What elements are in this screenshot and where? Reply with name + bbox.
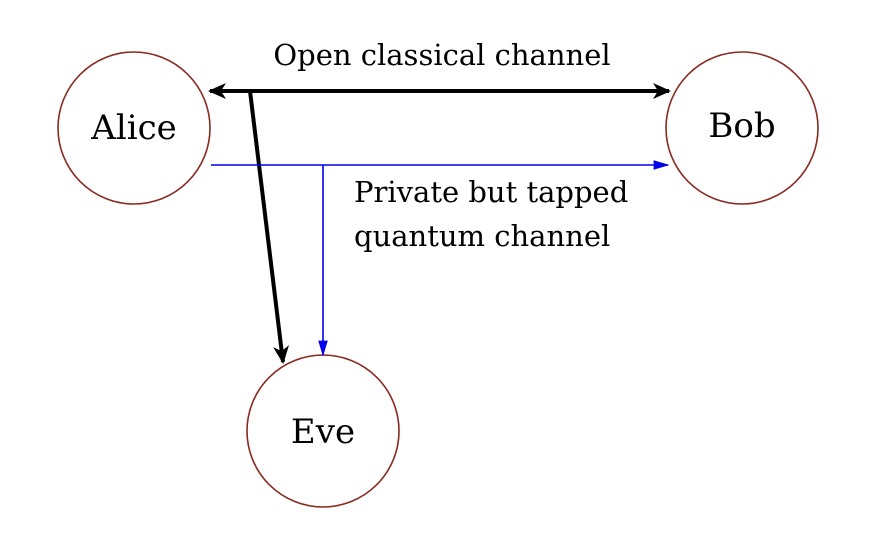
node-eve: Eve (246, 354, 400, 508)
classical-to-eve-edge (248, 90, 290, 364)
node-bob-circle (665, 51, 819, 205)
quantum-channel-label-line2: quantum channel (354, 219, 610, 253)
node-alice: Alice (57, 51, 211, 205)
quantum-channel-label-line1: Private but tapped (354, 175, 628, 209)
node-alice-label: Alice (90, 108, 176, 148)
node-eve-label: Eve (291, 412, 355, 452)
node-bob: Bob (665, 51, 819, 205)
node-bob-label: Bob (708, 106, 775, 146)
node-alice-circle (57, 51, 211, 205)
classical-channel-label: Open classical channel (273, 38, 610, 72)
